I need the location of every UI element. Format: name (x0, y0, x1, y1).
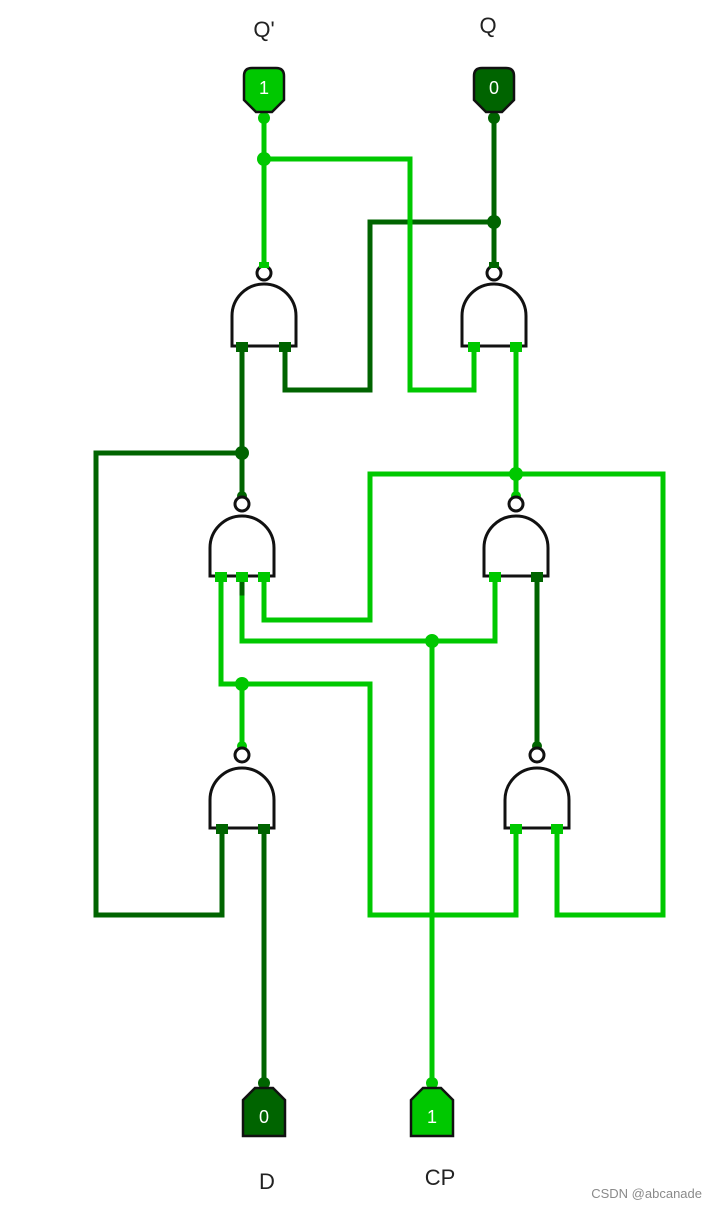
cp-label: CP (425, 1165, 456, 1190)
junction-dot (258, 112, 270, 124)
qbar-label: Q' (253, 17, 274, 42)
output-pin-q[interactable]: 0 (472, 66, 516, 114)
junction-dot (235, 677, 249, 691)
d-label: D (259, 1169, 275, 1194)
nand-gate-mid-left[interactable] (208, 495, 276, 582)
input-pin-d[interactable]: 0 (241, 1086, 287, 1138)
junction-dot (425, 634, 439, 648)
junction-dot (487, 215, 501, 229)
junction-dot (426, 1077, 438, 1089)
d-pin-value: 0 (259, 1107, 269, 1127)
output-pin-qbar[interactable]: 1 (242, 66, 286, 114)
junction-dot (509, 467, 523, 481)
cp-pin-value: 1 (427, 1107, 437, 1127)
qbar-pin-value: 1 (259, 78, 269, 98)
q-label: Q (479, 13, 496, 38)
wire-cp-bus (239, 575, 498, 644)
watermark: CSDN @abcanade (591, 1186, 702, 1201)
wire-bottom-left-branch (218, 575, 519, 918)
junction-dot (488, 112, 500, 124)
junction-dot (258, 1077, 270, 1089)
wire-left-loop (93, 450, 245, 918)
nand-gate-bottom-left[interactable] (208, 746, 276, 834)
junction-dot (257, 152, 271, 166)
wire-right-cross (261, 471, 519, 623)
wire-qbar-feedback (261, 156, 477, 393)
nand-gate-top-right[interactable] (460, 262, 528, 352)
input-pin-cp[interactable]: 1 (409, 1086, 455, 1138)
nand-gate-bottom-right[interactable] (503, 746, 571, 834)
nand-gate-top-left[interactable] (230, 262, 298, 352)
q-pin-value: 0 (489, 78, 499, 98)
junction-dot (235, 446, 249, 460)
nand-gate-mid-right[interactable] (482, 495, 550, 582)
wire-right-loop (513, 471, 666, 918)
